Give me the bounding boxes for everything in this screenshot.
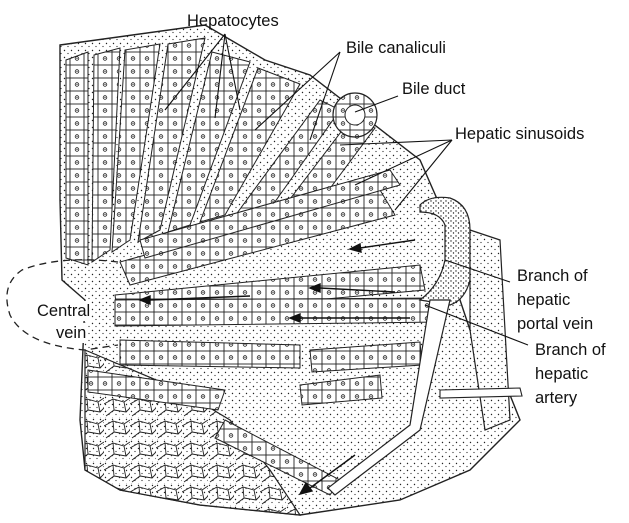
label-hepatocytes: Hepatocytes bbox=[187, 11, 279, 31]
label-hepatic-artery-line3: artery bbox=[535, 388, 577, 408]
label-hepatic-sinusoids: Hepatic sinusoids bbox=[455, 124, 584, 144]
label-central-vein-line1: Central bbox=[36, 301, 91, 321]
label-central-vein-line2: vein bbox=[55, 323, 87, 343]
label-hepatic-artery-line1: Branch of bbox=[535, 340, 606, 360]
bile-duct bbox=[333, 93, 377, 137]
label-hepatic-artery-line2: hepatic bbox=[535, 364, 588, 384]
label-portal-vein-line2: hepatic bbox=[517, 290, 570, 310]
label-bile-canaliculi: Bile canaliculi bbox=[346, 38, 446, 58]
label-portal-vein-line1: Branch of bbox=[517, 266, 588, 286]
label-bile-duct: Bile duct bbox=[402, 79, 465, 99]
label-portal-vein-line3: portal vein bbox=[517, 314, 593, 334]
